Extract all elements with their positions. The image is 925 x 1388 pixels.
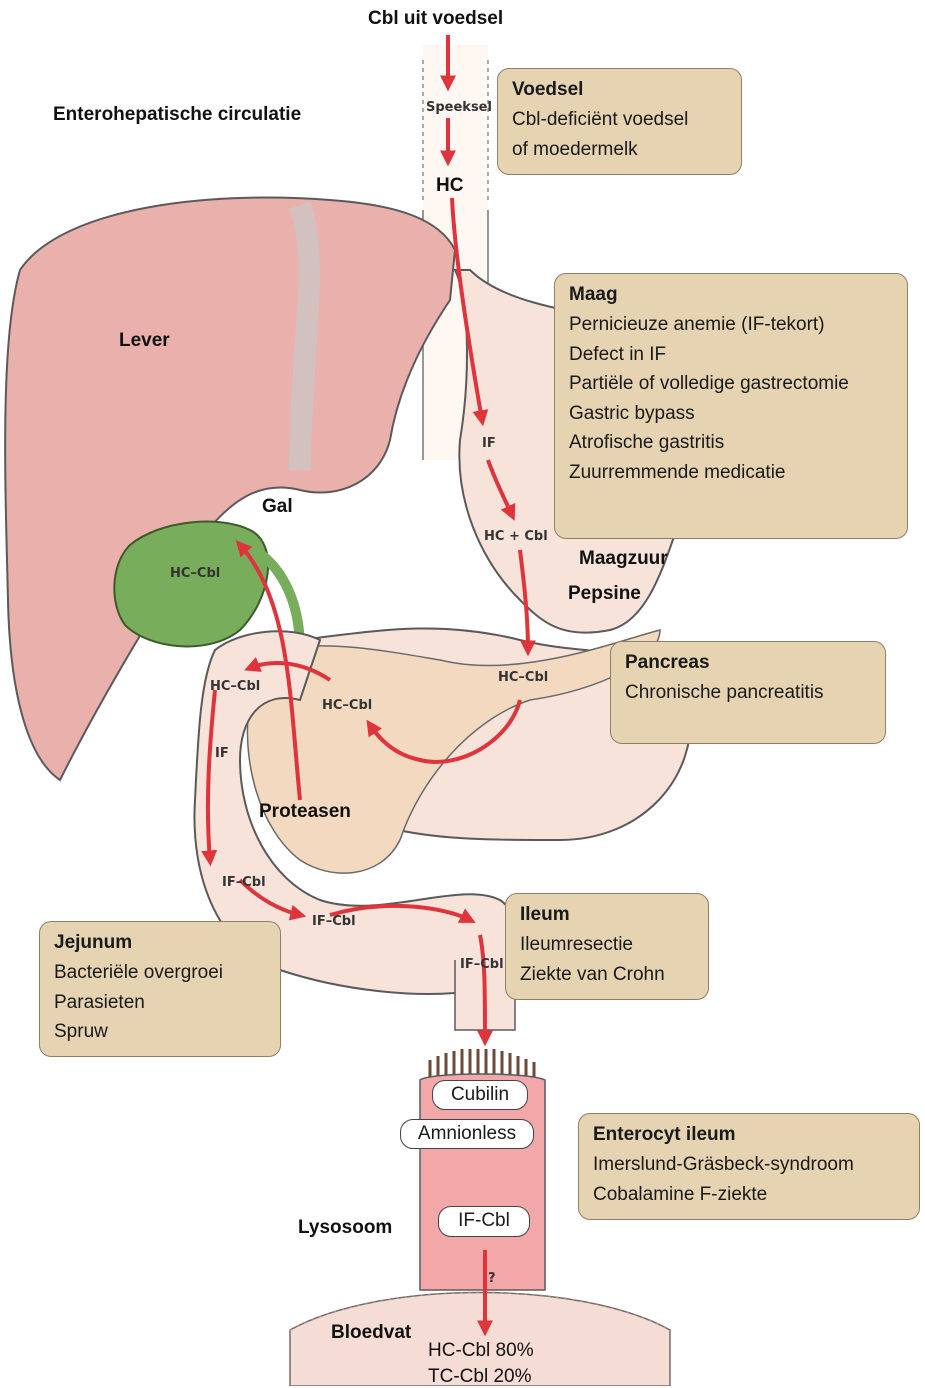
art-label-if-cbl: IF–Cbl [460,957,504,972]
box-item: Cobalamine F-ziekte [593,1180,905,1210]
pill-cubilin: Cubilin [432,1080,528,1110]
label-proteasen: Proteasen [259,801,351,823]
art-label-hc-cbl: HC + Cbl [484,529,548,544]
box-item: Chronische pancreatitis [625,678,871,708]
box-item: Pernicieuze anemie (IF-tekort) [569,310,893,340]
art-label-hc-cbl: HC–Cbl [498,670,548,685]
box-item: Cbl-deficiënt voedsel [512,105,727,135]
label-tc-cbl-20: TC-Cbl 20% [428,1366,531,1388]
box-voedsel: Voedsel Cbl-deficiënt voedsel of moederm… [497,68,742,175]
label-lever: Lever [119,330,170,352]
art-label-question: ? [488,1271,496,1286]
box-title: Pancreas [625,652,871,674]
box-ileum: Ileum Ileumresectie Ziekte van Crohn [505,893,709,1000]
box-maag: Maag Pernicieuze anemie (IF-tekort) Defe… [554,273,908,539]
art-label-hc-cbl: HC–Cbl [322,698,372,713]
label-lysosoom: Lysosoom [298,1217,392,1239]
box-title: Enterocyt ileum [593,1124,905,1146]
art-label-hc-cbl: HC–Cbl [170,566,220,581]
box-item: Gastric bypass [569,399,893,429]
box-item: Zuurremmende medicatie [569,458,893,488]
art-label-if: IF [482,436,496,451]
title-cbl-uit-voedsel: Cbl uit voedsel [368,8,503,30]
box-item: Atrofische gastritis [569,428,893,458]
box-title: Jejunum [54,932,266,954]
box-item: Parasieten [54,988,266,1018]
label-bloedvat: Bloedvat [331,1322,411,1344]
pill-if-cbl: IF-Cbl [438,1206,530,1237]
box-title: Maag [569,284,893,306]
box-title: Ileum [520,904,694,926]
label-gal: Gal [262,496,293,518]
box-jejunum: Jejunum Bacteriële overgroei Parasieten … [39,921,281,1057]
gallbladder [114,522,268,647]
box-item: of moedermelk [512,135,727,165]
box-item: Defect in IF [569,340,893,370]
art-label-hc-cbl: HC–Cbl [210,679,260,694]
art-label-if-cbl: IF–Cbl [312,914,356,929]
label-maagzuur: Maagzuur [579,548,668,570]
box-title: Voedsel [512,79,727,101]
box-enterocyt-ileum: Enterocyt ileum Imerslund-Gräsbeck-syndr… [578,1113,920,1220]
label-pepsine: Pepsine [568,583,641,605]
box-item: Bacteriële overgroei [54,958,266,988]
pill-amnionless: Amnionless [400,1119,534,1149]
label-enterohepatische-circulatie: Enterohepatische circulatie [53,104,301,126]
box-item: Ileumresectie [520,930,694,960]
box-item: Imerslund-Gräsbeck-syndroom [593,1150,905,1180]
box-item: Ziekte van Crohn [520,960,694,990]
art-label-if: IF [215,746,229,761]
art-label-if-cbl: IF–Cbl [222,875,266,890]
box-item: Spruw [54,1017,266,1047]
box-item: Partiële of volledige gastrectomie [569,369,893,399]
label-hc-cbl-80: HC-Cbl 80% [428,1340,534,1362]
box-pancreas: Pancreas Chronische pancreatitis [610,641,886,744]
label-hc: HC [436,175,463,197]
label-speeksel: Speeksel [426,100,492,115]
